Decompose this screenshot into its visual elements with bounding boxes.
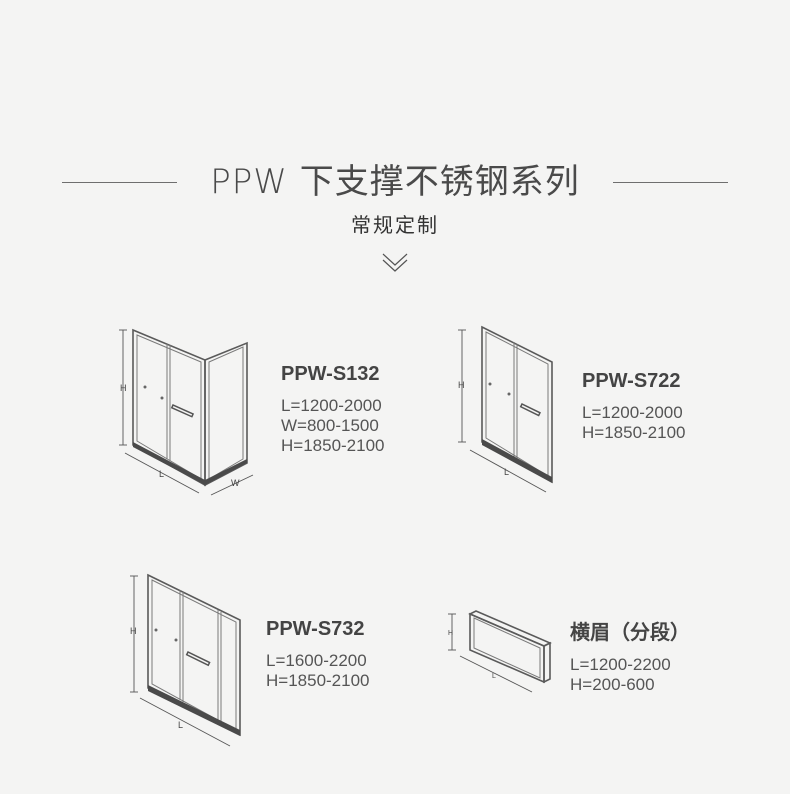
ppw-s722-drawing: H L — [458, 325, 553, 493]
ppw-s732-drawing: H L — [130, 573, 241, 747]
product-ppw-s722: PPW-S722 L=1200-2000 H=1850-2100 — [582, 370, 686, 443]
spec-height: H=1850-2100 — [281, 436, 385, 455]
spec-length: L=1200-2000 — [582, 403, 683, 422]
product-transom: 横眉（分段） L=1200-2200 H=200-600 — [570, 616, 690, 695]
header-rule-left — [62, 182, 177, 183]
transom-height-label: H — [448, 630, 453, 637]
s132-length-label: L — [159, 469, 164, 479]
header-rule-right — [613, 182, 728, 183]
transom-drawing: H L — [448, 610, 552, 693]
product-name: 横眉（分段） — [570, 622, 690, 644]
transom-length-label: L — [492, 673, 496, 680]
spec-length: L=1600-2200 — [266, 651, 367, 670]
spec-length: L=1200-2000 — [281, 396, 382, 415]
spec-height: H=1850-2100 — [582, 423, 686, 442]
s732-height-label: H — [130, 626, 137, 636]
s732-length-label: L — [178, 720, 183, 730]
product-name: PPW-S732 — [266, 618, 365, 640]
page-title: PPW 下支撑不锈钢系列 — [210, 162, 580, 202]
s132-height-label: H — [120, 383, 127, 393]
s722-height-label: H — [458, 380, 465, 390]
spec-length: L=1200-2200 — [570, 655, 671, 674]
s722-length-label: L — [504, 467, 509, 477]
s132-width-label: W — [231, 478, 240, 488]
product-ppw-s732: PPW-S732 L=1600-2200 H=1850-2100 — [266, 618, 370, 691]
product-ppw-s132: PPW-S132 L=1200-2000 W=800-1500 H=1850-2… — [281, 363, 385, 456]
chevron-down-icon — [382, 253, 408, 272]
page-subtitle: 常规定制 — [351, 213, 439, 237]
product-name: PPW-S132 — [281, 363, 380, 385]
ppw-s132-drawing: H L W — [119, 328, 254, 496]
spec-width: W=800-1500 — [281, 416, 379, 435]
spec-height: H=1850-2100 — [266, 671, 370, 690]
spec-height: H=200-600 — [570, 675, 655, 694]
product-name: PPW-S722 — [582, 370, 681, 392]
